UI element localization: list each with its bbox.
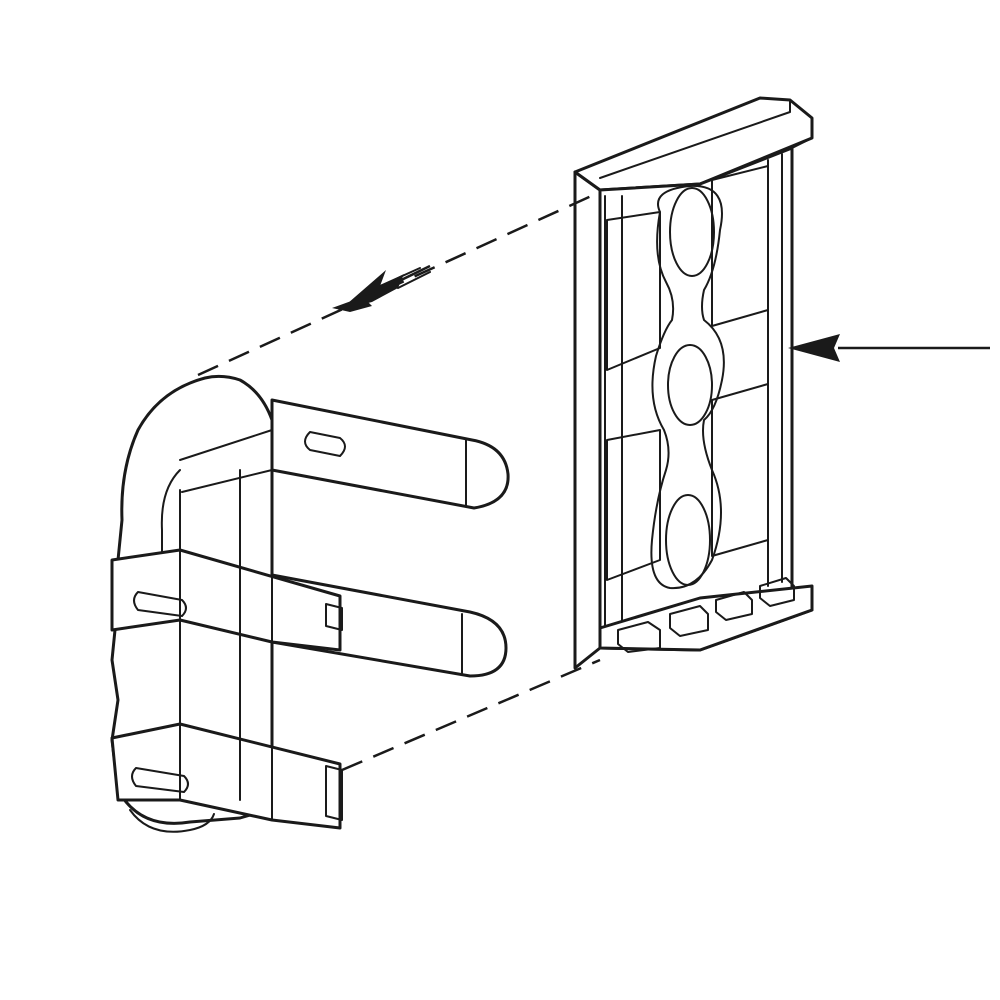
plate-front-face bbox=[573, 170, 602, 670]
assembly-direction-arrow bbox=[332, 264, 431, 312]
plate-hole-middle bbox=[667, 344, 713, 426]
clip-seam-lines bbox=[179, 419, 273, 821]
plate-lower-left-window bbox=[606, 429, 661, 581]
callout-arrow-head bbox=[788, 334, 840, 362]
clip-middle-crossbar bbox=[110, 548, 342, 652]
plate-upper-left-window bbox=[606, 211, 661, 371]
plate-body bbox=[598, 146, 814, 652]
plate-lower-right-window bbox=[711, 383, 769, 557]
clip-middle-nub bbox=[325, 603, 343, 631]
plate-central-spine bbox=[650, 184, 725, 590]
clip-middle-slot bbox=[133, 591, 187, 617]
arrow-head-outer bbox=[332, 292, 376, 312]
alignment-line-bottom bbox=[341, 658, 601, 772]
plate-bottom-ledge bbox=[598, 584, 814, 652]
plate-hole-top bbox=[669, 187, 715, 277]
clip-prong-top bbox=[270, 398, 510, 510]
plate-left-rail bbox=[604, 195, 623, 641]
clip-bottom-slot bbox=[131, 767, 189, 793]
clip bbox=[110, 374, 510, 833]
plate-hole-bottom bbox=[665, 494, 711, 586]
plate-teeth bbox=[617, 577, 795, 653]
clip-back-inner-curve bbox=[160, 469, 181, 561]
clip-bottom-lobe bbox=[129, 809, 215, 833]
plate-upper-right-window bbox=[711, 165, 769, 327]
clip-prong-top-slot bbox=[304, 431, 346, 457]
plate-top-inner-edge bbox=[599, 99, 813, 185]
callout-arrow bbox=[788, 334, 990, 362]
mounting-plate bbox=[573, 96, 814, 670]
clip-bottom-nub bbox=[325, 765, 343, 821]
clip-bottom-crossbar bbox=[110, 722, 342, 830]
